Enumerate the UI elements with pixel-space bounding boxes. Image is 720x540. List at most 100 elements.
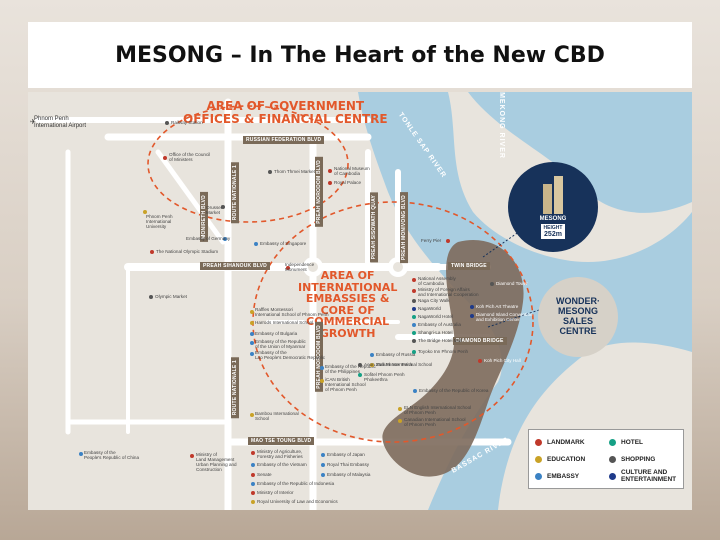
stadium-dot (150, 250, 154, 254)
ferry-dot (446, 239, 450, 243)
philippines-dot (320, 366, 324, 370)
laos-label: Embassy of the Lao People's Democratic R… (255, 350, 326, 361)
nagaworld-hotel-label: NagaWorld Hotel (418, 314, 453, 319)
bridge-hotel-dot (412, 339, 416, 343)
germany-label: Embassy of Germany (186, 236, 231, 241)
thom-label: Thom Thmei Market (274, 169, 316, 174)
map: Phnom Penh International Airport ✈ AREA … (28, 92, 692, 510)
myanmar-label: Embassy of the Republic of the Union of … (255, 339, 306, 350)
ican-label: iCAN British International School of Phn… (325, 377, 366, 393)
raffles-dot (250, 310, 254, 314)
vietnam-dot (251, 463, 255, 467)
olympic-label: Olympic Market (155, 294, 187, 299)
zaman-label: Zaman International School (376, 362, 433, 367)
diamond-tower-label: Diamond Tower (496, 281, 528, 286)
legend-label: CULTURE AND ENTERTAINMENT (621, 469, 677, 483)
independence-dot (286, 266, 290, 270)
zaman-dot (370, 363, 374, 367)
palace-dot (328, 181, 332, 185)
tonle-sap-river (358, 92, 692, 510)
council-label: Office of the Council of Ministers (169, 152, 211, 163)
canadian-label: Canadian International School of Phnom P… (404, 417, 466, 428)
orussei-label: Orussei Market (206, 205, 222, 216)
land-mgmt-dot (190, 454, 194, 458)
mesong-badge: MESONG HEIGHT 252m (508, 162, 598, 252)
nagaworld-dot (412, 307, 416, 311)
page-title: MESONG – In The Heart of the New CBD (115, 42, 605, 68)
museum-dot (328, 169, 332, 173)
mekong-label: MEKONG RIVER (497, 92, 505, 159)
koh-pich-island (382, 240, 524, 477)
foreign-dot (412, 289, 416, 293)
ican-dot (320, 379, 324, 383)
korea-label: Embassy of the Republic of Korea (419, 388, 489, 393)
thom-dot (268, 170, 272, 174)
harrods-dot (250, 321, 254, 325)
koh-pich-theatre-label: Koh Pich Art Theatre (476, 304, 519, 309)
sales-centre-badge: WONDER· MESONG SALES CENTRE (538, 277, 618, 357)
shangri-label: Shangri-La Hotel (418, 330, 453, 335)
mesong-name: MESONG (539, 215, 567, 222)
legend-swatch (609, 472, 616, 480)
council-dot (163, 156, 167, 160)
raffles-label: Raffles Montessori International School … (255, 307, 329, 318)
senate-label: Senate (257, 472, 272, 477)
road-russian: RUSSIAN FEDERATION BLVD (243, 136, 325, 144)
legend-item: LANDMARK (535, 434, 603, 450)
russia-label: Embassy of Russia (376, 352, 416, 357)
singapore-dot (254, 242, 258, 246)
road-sihanouk: PREAH SIHANOUK BLVD (200, 262, 270, 270)
title-banner: MESONG – In The Heart of the New CBD (28, 22, 692, 88)
malaysia-label: Embassy of Malaysia (327, 472, 371, 477)
legend-swatch (609, 455, 616, 463)
orussei-dot (221, 205, 225, 209)
naga-city-dot (412, 299, 416, 303)
thai-dot (321, 463, 325, 467)
sofitel-dot (358, 373, 362, 377)
legend-swatch (609, 438, 616, 446)
stadium-label: The National Olympic Stadium (156, 249, 219, 254)
eln-label: ELN English International School of Phno… (404, 405, 472, 416)
tower-icon (543, 175, 563, 214)
legend-label: HOTEL (621, 438, 644, 446)
legend-item: SHOPPING (609, 451, 677, 467)
australia-label: Embassy of Australia (418, 322, 461, 327)
bambou-dot (250, 413, 254, 417)
palace-label: Royal Palace (334, 180, 362, 185)
road-nat1-bottom: ROUTE NATIONALE 1 (231, 357, 239, 419)
interior-label: Ministry of Interior (257, 490, 294, 495)
legend-swatch (535, 455, 542, 463)
bambou-label: Bambou International School (255, 411, 299, 422)
height-badge: HEIGHT 252m (540, 223, 566, 239)
mekong-upper (468, 92, 692, 213)
city-hall-dot (478, 359, 482, 363)
government-zone-title: AREA OF GOVERNMENT OFFICES & FINANCIAL C… (183, 99, 388, 126)
agri-dot (251, 451, 255, 455)
airport-label: Phnom Penh International Airport (34, 116, 87, 129)
interior-dot (251, 491, 255, 495)
agri-label: Ministry of Agriculture, Forestry and Fi… (257, 449, 303, 460)
railway-dot (165, 121, 169, 125)
road-twin-bridge: TWIN BRIDGE (448, 262, 490, 270)
convention-dot (470, 314, 474, 318)
olympic-dot (149, 295, 153, 299)
foreign-label: Ministry of Foreign Affairs and Internat… (418, 287, 479, 298)
china-dot (79, 452, 83, 456)
legend-label: LANDMARK (547, 438, 585, 446)
harrods-label: Harrods International School (255, 320, 314, 325)
vietnam-label: Embassy of the Vietnam (257, 462, 307, 467)
road-monireth: MONIRETH BLVD (200, 192, 208, 242)
legend-label: EMBASSY (547, 472, 580, 480)
australia-dot (412, 323, 416, 327)
canadian-dot (398, 419, 402, 423)
sofitel-label: Sofitel Phnom Penh Phokeethra (364, 372, 405, 383)
malaysia-dot (321, 473, 325, 477)
aeon-label: Aeon Mall Phnom Penh (364, 362, 413, 367)
road-nat1-top: ROUTE NATIONALE 1 (231, 162, 239, 224)
height-value: 252m (544, 230, 562, 238)
philippines-label: Embassy of the Republic of the Philippin… (325, 364, 376, 375)
independence-label: Independence Monument (285, 262, 315, 273)
singapore-label: Embassy of Singapore (260, 241, 307, 246)
railway-label: Railway Station (171, 120, 203, 125)
